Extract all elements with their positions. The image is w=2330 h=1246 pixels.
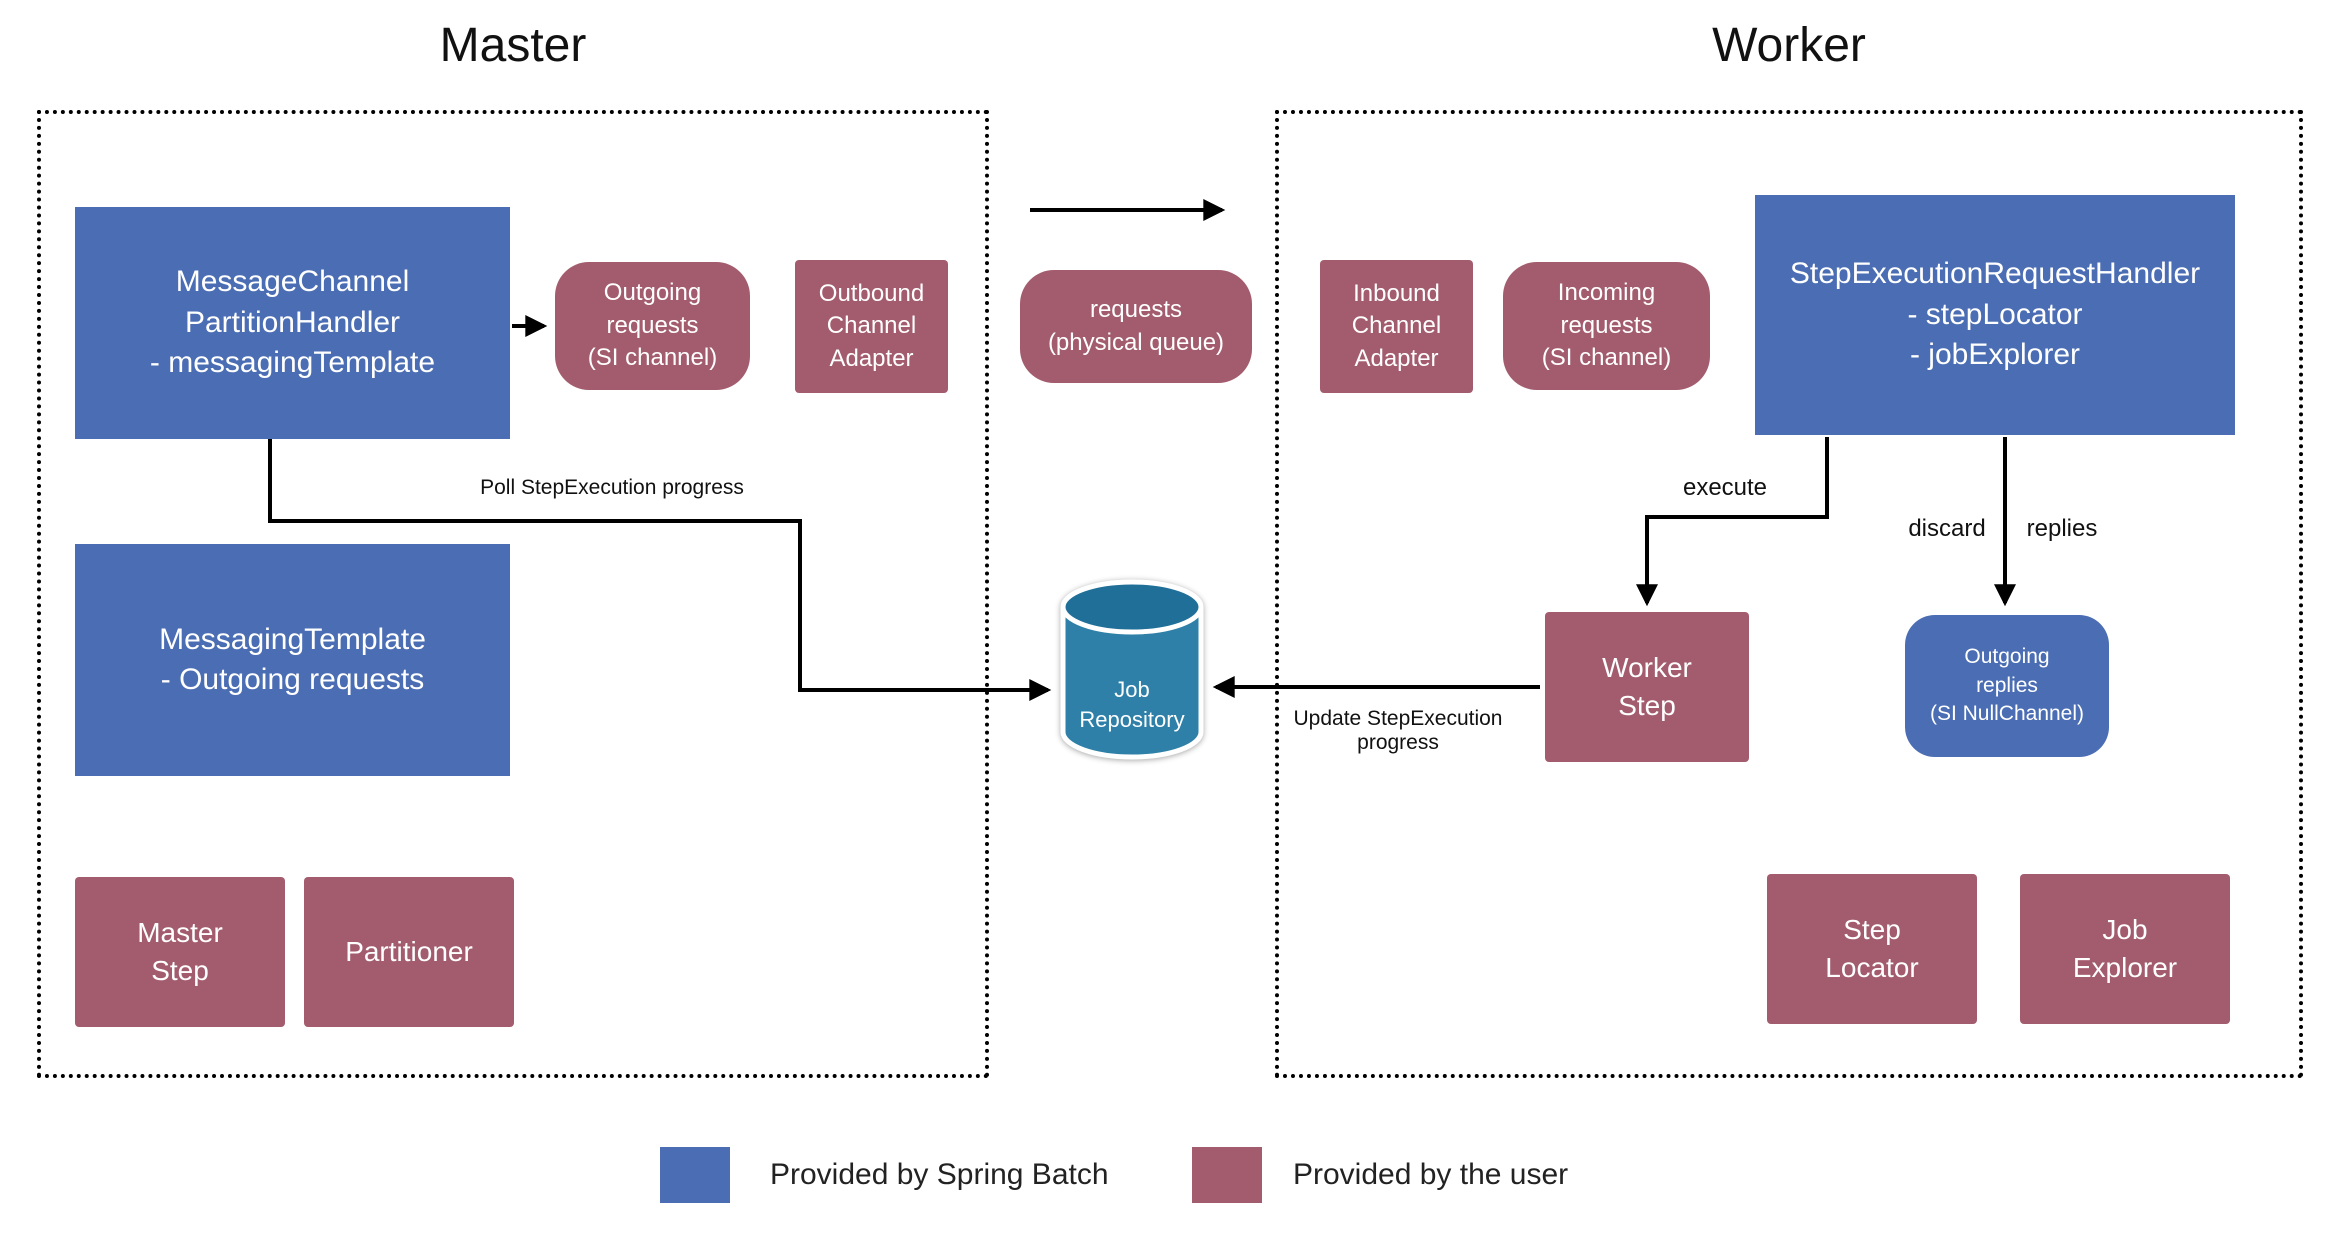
poll-progress-label: Poll StepExecution progress (480, 476, 744, 499)
execute-label: execute (1682, 474, 1768, 501)
discard-label: discard (1908, 515, 1986, 542)
update-progress-label: Update StepExecution progress (1294, 707, 1503, 755)
box-text-line: Step (1843, 914, 1901, 946)
box-text-line: requests (1089, 296, 1183, 324)
legend-spring-batch-swatch (660, 1147, 730, 1203)
box-text-line: - jobExplorer (1909, 338, 2081, 372)
inbound-channel-adapter-box: Inbound Channel Adapter (1320, 260, 1473, 393)
box-text-line: Outgoing (1964, 645, 2050, 669)
box-text-line: Step (151, 955, 209, 986)
legend-user-label: Provided by the user (1293, 1158, 1569, 1191)
job-explorer-box: Job Explorer (2020, 874, 2230, 1024)
step-locator-box: Step Locator (1767, 874, 1977, 1024)
box-text-line: StepExecutionRequestHandler (1789, 257, 2201, 291)
box-text-line: (SI channel) (587, 344, 718, 372)
database-icon (1060, 579, 1204, 760)
box-text-line: Step (1618, 690, 1676, 721)
box-text-line: Channel (1351, 312, 1442, 340)
box-text-line: - stepLocator (1907, 297, 2083, 331)
master-section-title: Master (439, 19, 587, 72)
box-text-line: requests (606, 311, 699, 339)
job-repository-cylinder: Job Repository (1057, 577, 1207, 764)
box-text-line: Adapter (829, 344, 914, 372)
box-text-line: Outgoing (603, 279, 702, 307)
box-text-line: - Outgoing requests (160, 663, 425, 696)
box-text-line: (SI channel) (1541, 344, 1672, 372)
messaging-template-box: MessagingTemplate - Outgoing requests (75, 544, 510, 776)
legend-user-swatch (1192, 1147, 1262, 1203)
master-step-box: Master Step (75, 877, 285, 1027)
legend-spring-batch-label: Provided by Spring Batch (770, 1158, 1109, 1191)
incoming-requests-box: Incoming requests (SI channel) (1503, 262, 1710, 390)
box-text-line: Job (2102, 914, 2148, 946)
partition-handler-box: MessageChannel PartitionHandler - messag… (75, 207, 510, 439)
partitioner-box: Partitioner (304, 877, 514, 1027)
outgoing-requests-box: Outgoing requests (SI channel) (555, 262, 750, 390)
step-execution-request-handler-box: StepExecutionRequestHandler - stepLocato… (1755, 195, 2235, 435)
box-text-line: Master (137, 917, 223, 949)
box-text-line: Adapter (1354, 344, 1439, 372)
label-line: progress (1357, 731, 1439, 754)
job-repository-label: Job Repository (1057, 675, 1207, 734)
box-text-line: Inbound (1353, 279, 1440, 307)
outgoing-replies-box: Outgoing replies (SI NullChannel) (1905, 615, 2109, 757)
label-line: Update StepExecution (1293, 707, 1503, 730)
box-text-line: replies (1976, 673, 2038, 697)
box-text-line: Channel (826, 312, 917, 340)
box-text-line: requests (1560, 311, 1653, 339)
box-text-line: MessageChannel (175, 265, 410, 299)
worker-step-box: Worker Step (1545, 612, 1749, 762)
box-text-line: Outbound (818, 279, 925, 307)
requests-queue-box: requests (physical queue) (1020, 270, 1252, 383)
box-text-line: Partitioner (345, 936, 473, 968)
box-text-line: (SI NullChannel) (1929, 702, 2085, 726)
box-text-line: Locator (1825, 952, 1919, 983)
box-text-line: Job (1114, 677, 1150, 702)
worker-group-border (1275, 110, 2303, 1078)
box-text-line: MessagingTemplate (159, 622, 426, 656)
box-text-line: - messagingTemplate (149, 346, 436, 380)
box-text-line: (physical queue) (1047, 328, 1225, 356)
box-text-line: Repository (1079, 706, 1185, 732)
box-text-line: Worker (1602, 652, 1692, 684)
box-text-line: Incoming (1557, 279, 1656, 307)
replies-label: replies (2026, 515, 2098, 542)
box-text-line: Explorer (2072, 952, 2178, 983)
worker-section-title: Worker (1712, 19, 1866, 72)
box-text-line: PartitionHandler (184, 305, 401, 339)
outbound-channel-adapter-box: Outbound Channel Adapter (795, 260, 948, 393)
